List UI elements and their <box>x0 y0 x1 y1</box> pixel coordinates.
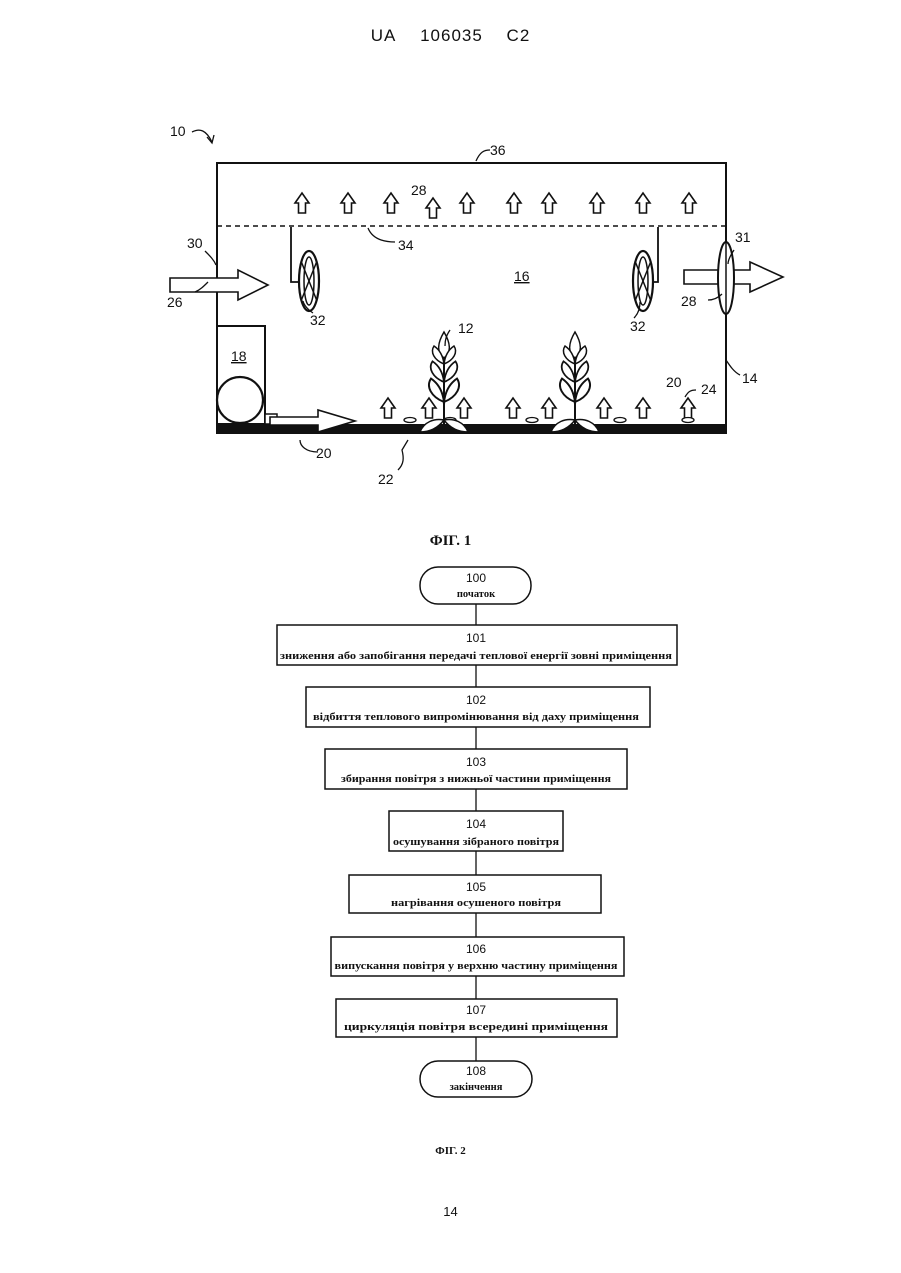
step-103: 103 збирання повітря з нижньої частини п… <box>325 749 627 789</box>
step-106: 106 випускання повітря у верхню частину … <box>331 937 624 976</box>
step-108-end: 108 закінчення <box>420 1061 532 1097</box>
ref-label-32-right: 32 <box>630 318 646 334</box>
step-101: 101 зниження або запобігання передачі те… <box>277 625 677 665</box>
ref-label-20-right: 20 <box>666 374 682 390</box>
ref-label-14: 14 <box>742 370 758 386</box>
figure-1-diagram: 10 36 28 34 30 31 16 26 32 32 28 18 12 1… <box>0 0 901 520</box>
step-number: 104 <box>466 817 486 831</box>
step-102: 102 відбиття теплового випромінювання ві… <box>306 687 650 727</box>
ref-label-20-bottom: 20 <box>316 445 332 461</box>
step-number: 108 <box>466 1064 486 1078</box>
ref-label-16: 16 <box>514 268 530 284</box>
step-number: 103 <box>466 755 486 769</box>
step-number: 105 <box>466 880 486 894</box>
circulation-fan-right <box>633 227 658 311</box>
ref-label-10: 10 <box>170 123 186 139</box>
ref-label-28-right: 28 <box>681 293 697 309</box>
step-text: осушування зібраного повітря <box>393 837 559 848</box>
step-text: циркуляція повітря всередині приміщення <box>344 1022 608 1033</box>
ref-label-28-top: 28 <box>411 182 427 198</box>
step-100-start: 100 початок <box>420 567 531 604</box>
ref-label-36: 36 <box>490 142 506 158</box>
step-number: 106 <box>466 942 486 956</box>
ref-label-24: 24 <box>701 381 717 397</box>
step-number: 101 <box>466 631 486 645</box>
figure-2-caption: ФІГ. 2 <box>0 1145 901 1157</box>
upper-airflow-arrows <box>295 193 696 218</box>
lower-airflow-arrows <box>381 398 695 418</box>
step-text: випускання повітря у верхню частину прим… <box>335 961 618 972</box>
ref-label-32-left: 32 <box>310 312 326 328</box>
step-text: нагрівання осушеного повітря <box>391 898 561 909</box>
inlet-air-arrow <box>170 270 268 300</box>
step-text: початок <box>457 589 496 600</box>
ref-label-18: 18 <box>231 348 247 364</box>
step-text: зниження або запобігання передачі теплов… <box>280 651 672 662</box>
circulation-fan-left <box>291 227 319 311</box>
step-number: 107 <box>466 1003 486 1017</box>
dehumidifier-unit <box>217 326 277 424</box>
step-number: 100 <box>466 571 486 585</box>
step-text: відбиття теплового випромінювання від да… <box>313 712 639 723</box>
figure-2-flowchart: 100 початок 101 зниження або запобігання… <box>0 560 901 1140</box>
step-104: 104 осушування зібраного повітря <box>389 811 563 851</box>
ref-label-12: 12 <box>458 320 474 336</box>
ref-label-22: 22 <box>378 471 394 487</box>
figure-1-caption: ФІГ. 1 <box>0 533 901 550</box>
step-105: 105 нагрівання осушеного повітря <box>349 875 601 913</box>
step-text: закінчення <box>450 1082 503 1093</box>
step-text: збирання повітря з нижньої частини примі… <box>341 774 611 785</box>
page-number: 14 <box>0 1204 901 1219</box>
ref-label-34: 34 <box>398 237 414 253</box>
plant-right <box>551 332 599 432</box>
ref-label-26: 26 <box>167 294 183 310</box>
step-107: 107 циркуляція повітря всередині приміще… <box>336 999 617 1037</box>
step-number: 102 <box>466 693 486 707</box>
ref-label-31: 31 <box>735 229 751 245</box>
ref-label-30: 30 <box>187 235 203 251</box>
